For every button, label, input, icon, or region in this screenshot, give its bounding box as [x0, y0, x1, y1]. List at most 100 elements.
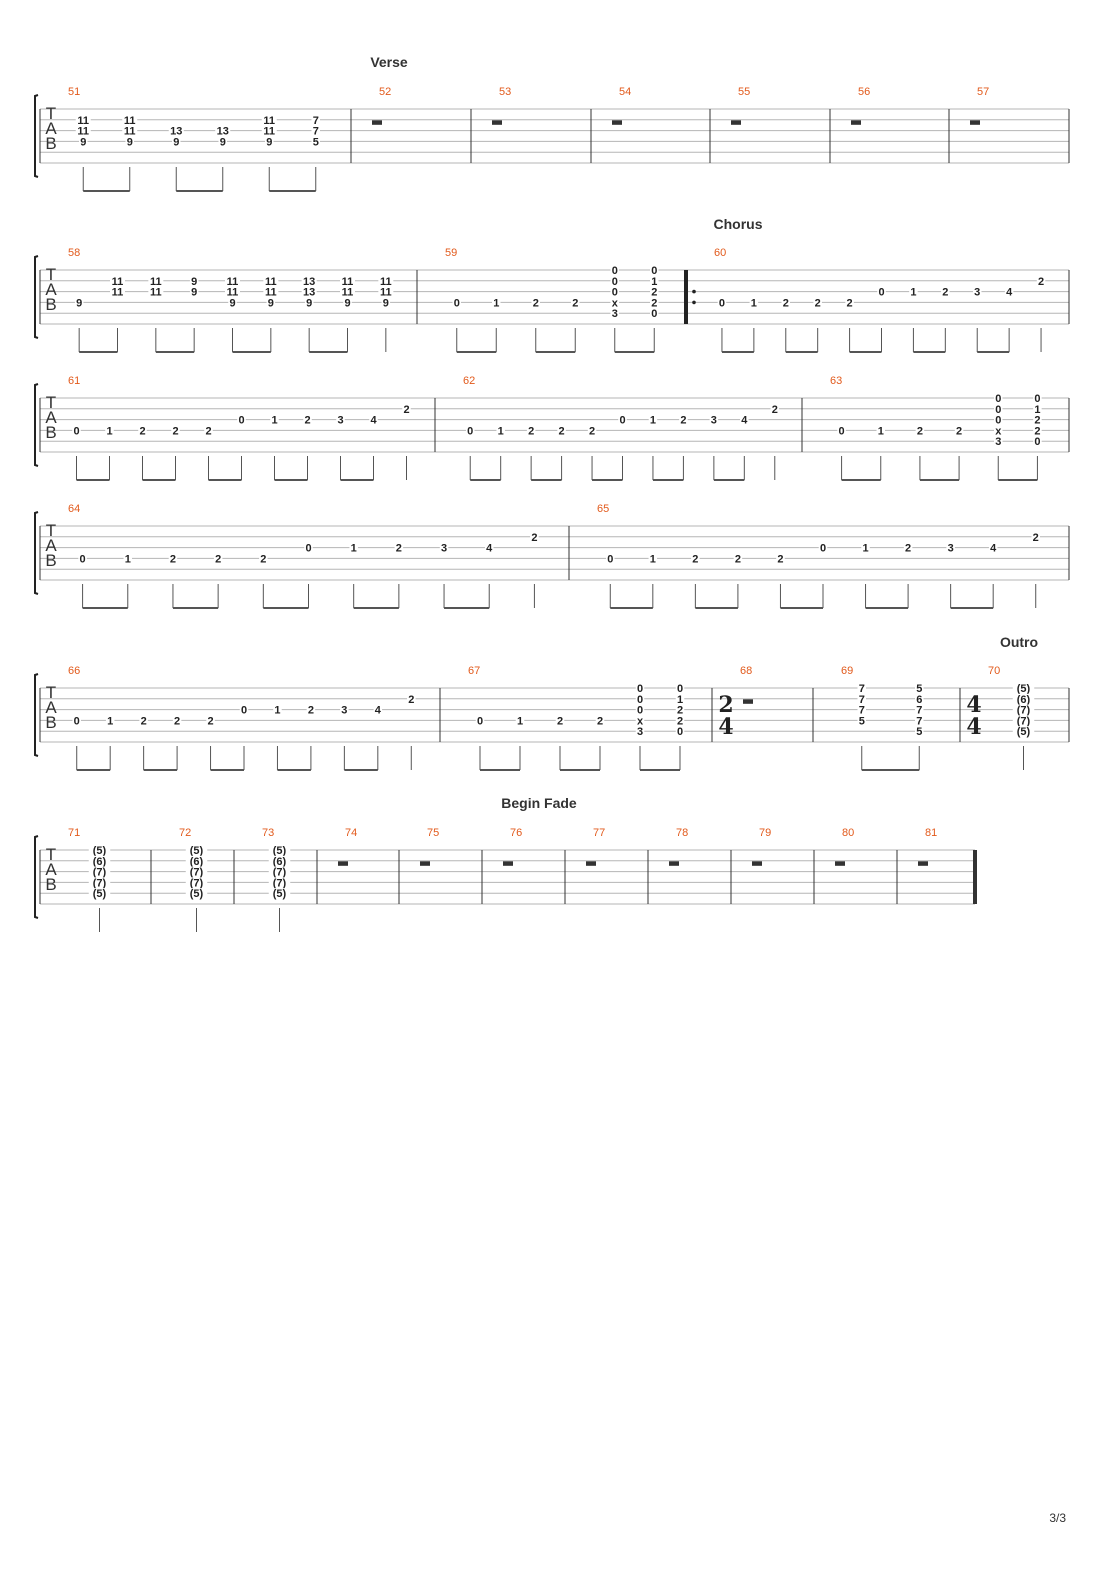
fret-number: 1	[517, 715, 523, 727]
measure: 75	[420, 827, 439, 866]
note-background	[1033, 425, 1042, 436]
note-background	[125, 136, 134, 147]
fret-number: 11	[342, 287, 354, 299]
note-background	[994, 436, 1003, 447]
whole-rest	[970, 120, 980, 125]
note-background	[675, 726, 685, 737]
fret-number: 4	[375, 705, 382, 717]
note-background	[994, 425, 1003, 436]
note-background	[261, 125, 277, 136]
measure-number: 71	[68, 827, 80, 839]
system-brace	[34, 835, 39, 919]
note-background	[994, 403, 1003, 414]
fret-number: 1	[862, 543, 868, 555]
fret-number: 11	[265, 276, 277, 288]
fret-number: 0	[73, 425, 79, 437]
fret-number: 0	[637, 683, 643, 695]
measure: 74	[338, 827, 357, 866]
note-background	[185, 888, 208, 899]
fret-number: 5	[313, 136, 319, 148]
fret-number: 9	[127, 136, 133, 148]
fret-number: 2	[1034, 415, 1040, 427]
note-background	[610, 286, 619, 297]
note-background	[1033, 393, 1042, 403]
measure-number: 63	[830, 375, 842, 387]
note-background	[526, 425, 536, 436]
fret-number: 0	[477, 715, 483, 727]
section-label: Outro	[1000, 634, 1038, 650]
fret-number: 0	[612, 287, 618, 299]
note-background	[88, 855, 111, 866]
fret-number: 2	[308, 705, 314, 717]
fret-number: 9	[173, 136, 179, 148]
fret-number: 1	[351, 543, 357, 555]
note-background	[994, 414, 1003, 425]
measure-number: 56	[858, 86, 870, 98]
time-signature-bottom: 4	[718, 714, 733, 740]
fret-number: 11	[263, 115, 275, 127]
note-background	[571, 297, 580, 308]
repeat-dot	[692, 300, 696, 305]
fret-number: (5)	[1017, 683, 1031, 695]
note-background	[837, 425, 846, 436]
fret-number: 9	[344, 297, 350, 309]
measure-number: 68	[740, 665, 752, 677]
measure: 72(5)(6)(7)(7)(5)	[179, 827, 208, 932]
note-background	[168, 125, 184, 136]
tab-clef-letter: B	[45, 295, 56, 314]
measure: 77	[586, 827, 605, 866]
fret-number: 2	[408, 694, 414, 706]
note-background	[301, 286, 317, 297]
note-background	[818, 542, 828, 553]
measure: 54	[612, 86, 631, 125]
note-background	[915, 704, 924, 715]
fret-number: 2	[403, 404, 409, 416]
fret-number: 2	[260, 553, 266, 565]
note-background	[988, 542, 998, 553]
measure: 80	[835, 827, 854, 866]
fret-number: (6)	[1017, 694, 1031, 706]
note-background	[303, 414, 312, 425]
fret-number: 9	[80, 136, 86, 148]
fret-number: 3	[974, 287, 980, 299]
note-background	[595, 715, 605, 726]
note-background	[465, 425, 475, 436]
fret-number: 2	[783, 297, 789, 309]
note-background	[239, 704, 249, 715]
measure-number: 67	[468, 665, 480, 677]
note-background	[1012, 726, 1035, 737]
fret-number: 2	[1034, 425, 1040, 437]
fret-number: 11	[380, 276, 392, 288]
note-background	[994, 393, 1003, 403]
fret-number: x	[637, 715, 644, 727]
fret-number: 11	[77, 126, 89, 138]
fret-number: 1	[910, 287, 916, 299]
fret-number: 11	[263, 126, 275, 138]
fret-number: (7)	[190, 867, 204, 879]
note-background	[268, 877, 291, 888]
fret-number: (7)	[1017, 705, 1031, 717]
fret-number: 11	[77, 115, 89, 127]
note-background	[618, 414, 627, 425]
note-background	[88, 866, 111, 877]
note-background	[857, 693, 866, 704]
fret-number: 11	[124, 115, 136, 127]
tab-clef-letter: A	[45, 860, 57, 879]
note-background	[79, 136, 88, 147]
system-brace	[34, 94, 39, 178]
fret-number: 7	[313, 115, 319, 127]
note-background	[340, 704, 349, 715]
fret-number: 4	[1006, 287, 1013, 299]
note-background	[261, 114, 277, 125]
note-background	[381, 297, 391, 308]
note-background	[587, 425, 597, 436]
tab-clef-letter: A	[45, 280, 57, 299]
measure: 56	[851, 86, 870, 125]
fret-number: 2	[917, 425, 923, 437]
note-background	[857, 704, 866, 715]
